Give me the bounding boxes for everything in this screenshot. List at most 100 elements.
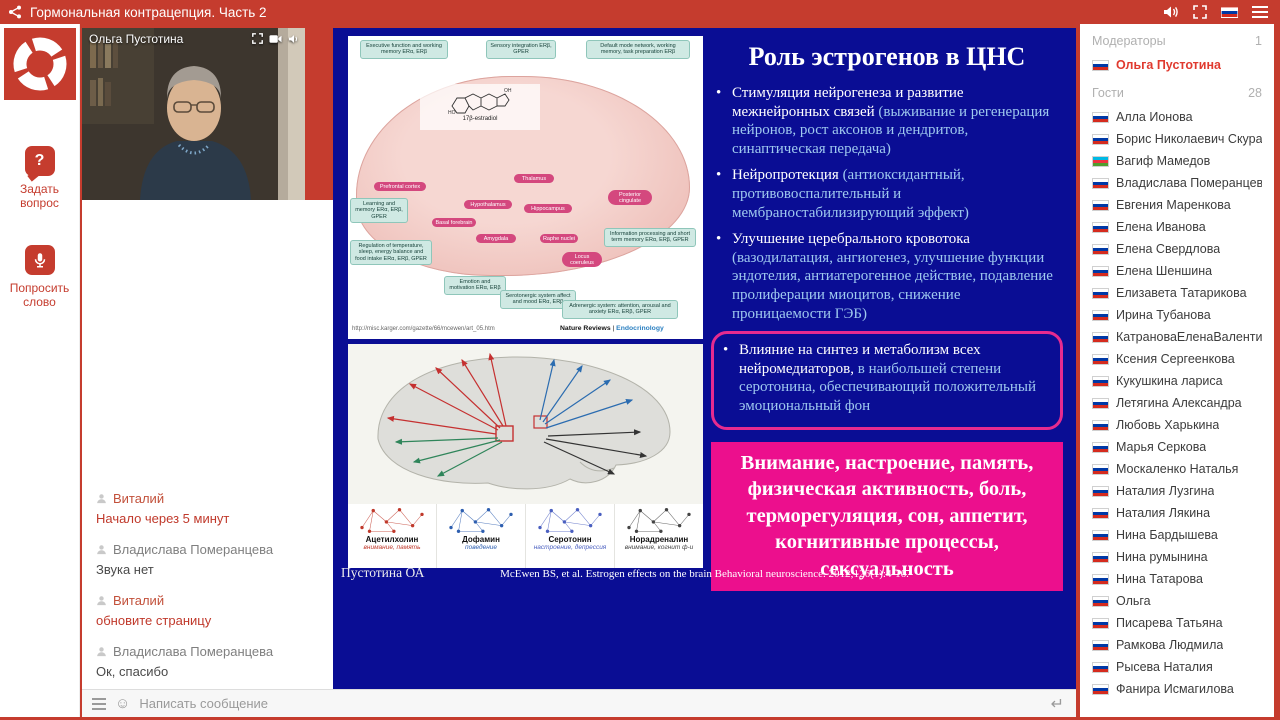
guest-row[interactable]: Фанира Исмагилова — [1080, 678, 1274, 700]
participant-name: Борис Николаевич Скуратов — [1116, 132, 1262, 146]
participant-name: Писарева Татьяна — [1116, 616, 1223, 630]
svg-text:OH: OH — [504, 88, 512, 94]
guest-row[interactable]: Елена Иванова — [1080, 216, 1274, 238]
neurotransmitter-function: внимание, когнит ф-и — [624, 544, 694, 551]
guest-row[interactable]: Любовь Харькина — [1080, 414, 1274, 436]
guest-icon — [97, 596, 106, 606]
chat-text: обновите страницу — [96, 613, 212, 628]
guest-row[interactable]: Ирина Тубанова — [1080, 304, 1274, 326]
camera-icon[interactable] — [269, 34, 282, 44]
participant-name: Наталия Лузгина — [1116, 484, 1215, 498]
slide-title: Роль эстрогенов в ЦНС — [748, 42, 1026, 71]
guest-row[interactable]: Нина румынина — [1080, 546, 1274, 568]
guest-row[interactable]: Рамкова Людмила — [1080, 634, 1274, 656]
guest-row[interactable]: Ольга — [1080, 590, 1274, 612]
slide-bullet: Улучшение церебрального кровотока (вазод… — [711, 230, 1063, 323]
participant-name: Москаленко Наталья — [1116, 462, 1239, 476]
video-frame — [82, 28, 305, 200]
guest-row[interactable]: КатрановаЕленаВалентинов — [1080, 326, 1274, 348]
guest-row[interactable]: Летягина Александра — [1080, 392, 1274, 414]
neurotransmitter-name: Норадреналин — [629, 535, 689, 544]
bullet-sub-text: в наибольшей степени серотонина, обеспеч… — [739, 360, 1037, 414]
guest-row[interactable]: Рысева Наталия — [1080, 656, 1274, 678]
chat-author: Владислава Померанцева — [96, 644, 323, 659]
guests-count: 28 — [1248, 86, 1262, 100]
flag-icon — [1092, 463, 1109, 475]
guest-row[interactable]: Наталия Лузгина — [1080, 480, 1274, 502]
brain-region-label: Hippocampus — [524, 204, 572, 214]
brain-region-label: Prefrontal cortex — [374, 182, 426, 192]
share-icon[interactable] — [8, 5, 22, 19]
message-input-bar: ☺ ↵ — [82, 689, 1076, 717]
participant-name: Елена Свердлова — [1116, 242, 1221, 256]
guest-row[interactable]: Евгения Маренкова — [1080, 194, 1274, 216]
flag-icon — [1092, 265, 1109, 277]
author-name: Владислава Померанцева — [113, 644, 274, 659]
moderator-row[interactable]: Ольга Пустотина — [1080, 54, 1274, 76]
chat-text: Ок, спасибо — [96, 664, 169, 679]
guest-row[interactable]: Елена Шеншина — [1080, 260, 1274, 282]
flag-icon — [1092, 441, 1109, 453]
emoji-icon[interactable]: ☺ — [115, 695, 131, 712]
flag-icon — [1092, 199, 1109, 211]
bullet-main-text: Влияние на синтез и метаболизм всех нейр… — [739, 342, 981, 377]
video-volume-icon[interactable] — [288, 34, 300, 44]
flag-icon — [1092, 617, 1109, 629]
guest-icon — [97, 647, 106, 657]
guest-row[interactable]: Владислава Померанцева — [1080, 172, 1274, 194]
guest-row[interactable]: Кукушкина лариса — [1080, 370, 1274, 392]
participant-name: Ксения Сергеенкова — [1116, 352, 1235, 366]
guest-row[interactable]: Нина Бардышева — [1080, 524, 1274, 546]
guest-row[interactable]: Нина Татарова — [1080, 568, 1274, 590]
menu-icon[interactable] — [1252, 6, 1268, 18]
flag-icon — [1092, 221, 1109, 233]
guest-row[interactable]: Наталия Лякина — [1080, 502, 1274, 524]
participant-name: Рамкова Людмила — [1116, 638, 1224, 652]
flag-icon — [1092, 309, 1109, 321]
fullscreen-icon[interactable] — [1193, 5, 1207, 19]
guest-row[interactable]: Алла Ионова — [1080, 106, 1274, 128]
guest-row[interactable]: Елена Свердлова — [1080, 238, 1274, 260]
flag-icon — [1092, 155, 1109, 167]
brain-region-label: Amygdala — [476, 234, 516, 244]
send-icon[interactable]: ↵ — [1050, 695, 1064, 713]
moderators-count: 1 — [1255, 34, 1262, 48]
svg-text:HO: HO — [448, 110, 456, 116]
ask-question-button[interactable]: ? Задать вопрос — [0, 146, 79, 211]
message-input[interactable] — [139, 696, 1042, 711]
chat-options-icon[interactable] — [92, 697, 106, 710]
guest-row[interactable]: Вагиф Мамедов — [1080, 150, 1274, 172]
figure-label: Executive function and working memory ER… — [360, 40, 448, 59]
guest-row[interactable]: Елизавета Татарикова — [1080, 282, 1274, 304]
slide-area: HO OH 17β-estradiol Executive function a… — [333, 28, 1076, 689]
participant-name: Любовь Харькина — [1116, 418, 1220, 432]
guest-row[interactable]: Борис Николаевич Скуратов — [1080, 128, 1274, 150]
slide-bullet: Стимуляция нейрогенеза и развитие межней… — [711, 84, 1063, 158]
participant-name: Марья Серкова — [1116, 440, 1207, 454]
figure-label: Information processing and short term me… — [604, 228, 696, 247]
sound-icon[interactable] — [1163, 5, 1179, 19]
speaker-video[interactable]: Ольга Пустотина — [82, 28, 305, 200]
guest-row[interactable]: Ксения Сергеенкова — [1080, 348, 1274, 370]
flag-icon — [1092, 595, 1109, 607]
flag-icon — [1092, 59, 1109, 71]
brain-region-label: Thalamus — [514, 174, 554, 184]
language-flag-icon[interactable] — [1221, 6, 1238, 18]
flag-icon — [1092, 243, 1109, 255]
ask-word-button[interactable]: Попросить слово — [0, 244, 79, 310]
participant-name: Елена Иванова — [1116, 220, 1206, 234]
neurotransmitter-function: поведение — [465, 544, 497, 551]
video-fullscreen-icon[interactable] — [252, 33, 263, 44]
participant-name: Летягина Александра — [1116, 396, 1242, 410]
guest-row[interactable]: Марья Серкова — [1080, 436, 1274, 458]
flag-icon — [1092, 353, 1109, 365]
guest-row[interactable]: Писарева Татьяна — [1080, 612, 1274, 634]
participant-name: Елизавета Татарикова — [1116, 286, 1247, 300]
figure-label: Emotion and motivation ERα, ERβ — [444, 276, 506, 295]
guest-row[interactable]: Москаленко Наталья — [1080, 458, 1274, 480]
video-speaker-name: Ольга Пустотина — [89, 32, 184, 46]
